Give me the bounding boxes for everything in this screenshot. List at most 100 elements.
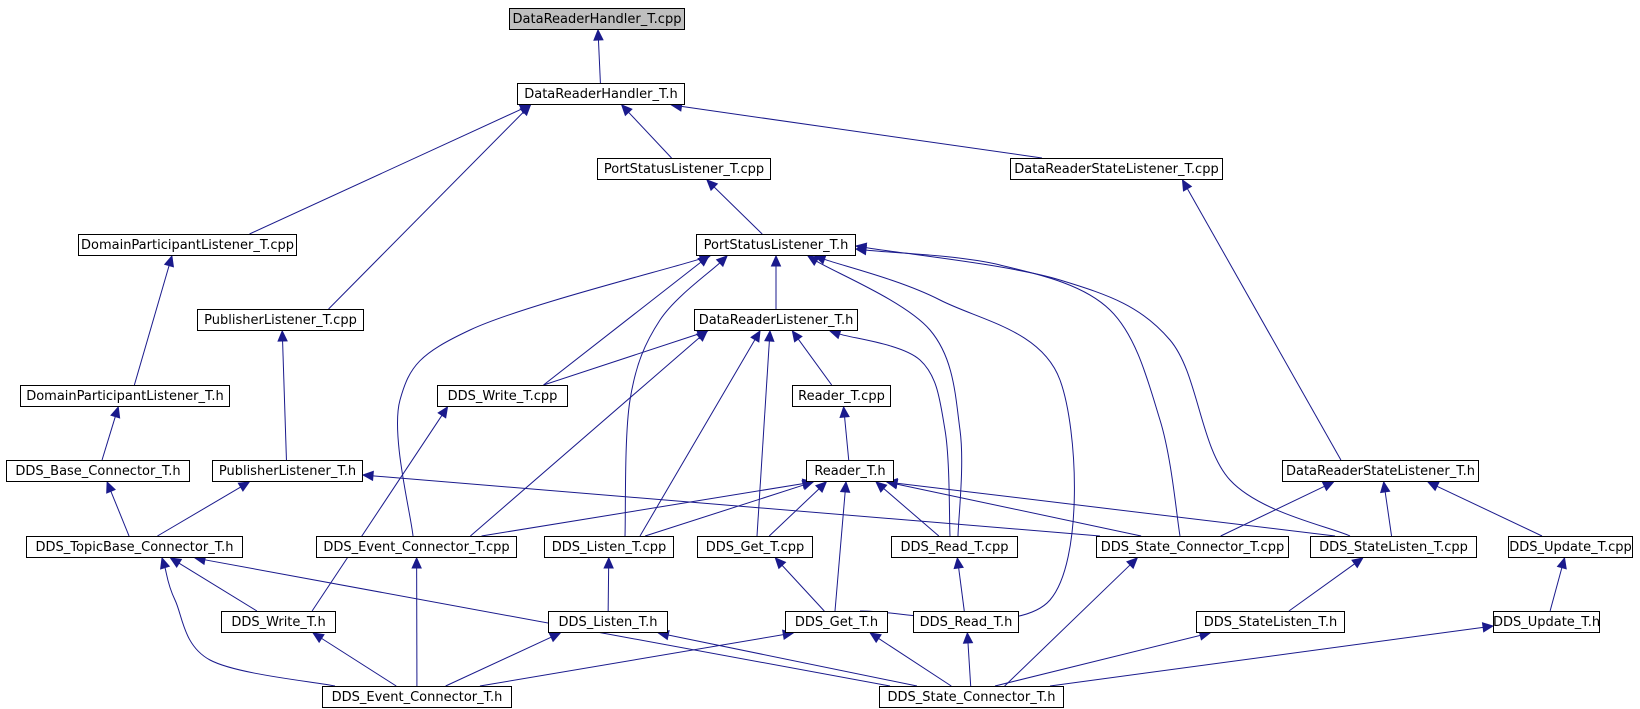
arrowhead-icon <box>106 480 116 494</box>
node-base-h[interactable]: DDS_Base_Connector_T.h <box>6 460 190 482</box>
node-psl-cpp[interactable]: PortStatusListener_T.cpp <box>597 158 771 180</box>
arrowhead-icon <box>695 330 709 342</box>
edge-topicbase_h-to-base_h <box>110 491 130 537</box>
arrowhead-icon <box>620 104 633 117</box>
edge-psl_cpp-to-drh_h <box>628 111 672 159</box>
edge-drh_h-to-drh_cpp <box>597 39 601 84</box>
edge-evconn_cpp-to-psl_h <box>397 258 701 537</box>
edge-evconn_cpp-to-drl_h <box>470 337 700 537</box>
node-reader-cpp[interactable]: Reader_T.cpp <box>792 385 891 407</box>
edge-dpl_h-to-dpl_cpp <box>133 265 170 386</box>
edge-write_cpp-to-drl_h <box>543 333 699 386</box>
node-read-h[interactable]: DDS_Read_T.h <box>913 611 1019 633</box>
node-get-cpp[interactable]: DDS_Get_T.cpp <box>697 536 813 558</box>
arrowhead-icon <box>770 254 782 267</box>
edge-stconn_cpp-to-psl_h <box>865 249 1181 537</box>
edge-evconn_h-to-topicbase_h <box>164 567 336 687</box>
edge-update_cpp-to-drsl_h <box>1436 485 1543 537</box>
node-drl-h[interactable]: DataReaderListener_T.h <box>694 309 858 331</box>
node-get-h[interactable]: DDS_Get_T.h <box>785 611 888 633</box>
edge-dpl_cpp-to-drh_h <box>249 108 522 235</box>
node-drh-cpp[interactable]: DataReaderHandler_T.cpp <box>509 8 685 30</box>
node-stconn-h[interactable]: DDS_State_Connector_T.h <box>879 686 1064 708</box>
arrowhead-icon <box>1556 556 1567 570</box>
edge-write_h-to-write_cpp <box>311 415 443 612</box>
arrowhead-icon <box>1321 481 1335 492</box>
edge-stconn_h-to-update_h <box>1049 626 1484 687</box>
edge-listen_cpp-to-psl_h <box>624 262 721 537</box>
edge-update_h-to-update_cpp <box>1549 567 1563 612</box>
edge-base_h-to-dpl_h <box>101 416 116 461</box>
arrowhead-icon <box>806 255 820 266</box>
node-evconn-h[interactable]: DDS_Event_Connector_T.h <box>322 686 512 708</box>
node-evconn-cpp[interactable]: DDS_Event_Connector_T.cpp <box>316 536 517 558</box>
edge-write_cpp-to-psl_h <box>543 261 702 386</box>
arrowhead-icon <box>160 556 171 570</box>
edge-read_h-to-read_cpp <box>958 567 965 612</box>
edge-stlisten_cpp-to-drsl_h <box>1384 491 1393 537</box>
edge-read_cpp-to-drl_h <box>839 333 951 537</box>
arrowhead-icon <box>1426 481 1440 492</box>
node-stlisten-cpp[interactable]: DDS_StateListen_T.cpp <box>1310 536 1477 558</box>
node-write-cpp[interactable]: DDS_Write_T.cpp <box>437 385 568 407</box>
edge-stlisten_cpp-to-psl_h <box>865 247 1351 537</box>
edge-topicbase_h-to-publ_h <box>157 486 241 537</box>
node-publ-cpp[interactable]: PublisherListener_T.cpp <box>197 309 364 331</box>
node-drsl-cpp[interactable]: DataReaderStateListener_T.cpp <box>1010 158 1223 180</box>
arrowhead-icon <box>110 405 121 419</box>
node-dpl-cpp[interactable]: DomainParticipantListener_T.cpp <box>78 234 297 256</box>
edge-get_cpp-to-reader_h <box>768 488 820 537</box>
arrowhead-icon <box>163 254 175 268</box>
node-update-h[interactable]: DDS_Update_T.h <box>1493 611 1600 633</box>
arrowhead-icon <box>361 470 374 482</box>
node-read-cpp[interactable]: DDS_Read_T.cpp <box>891 536 1018 558</box>
node-dpl-h[interactable]: DomainParticipantListener_T.h <box>20 385 230 407</box>
node-drh-h[interactable]: DataReaderHandler_T.h <box>517 83 685 105</box>
edge-drsl_cpp-to-drh_h <box>681 105 1043 159</box>
edge-stconn_cpp-to-publ_h <box>372 475 1101 537</box>
node-write-h[interactable]: DDS_Write_T.h <box>221 611 336 633</box>
node-update-cpp[interactable]: DDS_Update_T.cpp <box>1508 536 1633 558</box>
node-topicbase-h[interactable]: DDS_TopicBase_Connector_T.h <box>26 536 243 558</box>
arrowhead-icon <box>411 556 422 569</box>
arrowhead-icon <box>1380 480 1391 494</box>
node-stconn-cpp[interactable]: DDS_State_Connector_T.cpp <box>1096 536 1289 558</box>
edge-stconn_h-to-listen_h <box>668 634 918 687</box>
arrowhead-icon <box>706 179 719 192</box>
node-publ-h[interactable]: PublisherListener_T.h <box>212 460 363 482</box>
edge-stconn_cpp-to-reader_h <box>896 483 1142 537</box>
arrowhead-icon <box>519 104 532 117</box>
edge-drsl_h-to-drsl_cpp <box>1186 188 1342 461</box>
arrowhead-icon <box>1481 622 1495 633</box>
node-listen-cpp[interactable]: DDS_Listen_T.cpp <box>544 536 674 558</box>
arrowhead-icon <box>815 481 828 494</box>
node-listen-h[interactable]: DDS_Listen_T.h <box>548 611 668 633</box>
arrowhead-icon <box>953 556 964 570</box>
edge-stconn_h-to-topicbase_h <box>204 559 891 687</box>
edge-read_cpp-to-reader_h <box>883 488 940 537</box>
arrowhead-icon <box>603 556 614 569</box>
node-drsl-h[interactable]: DataReaderStateListener_T.h <box>1282 460 1479 482</box>
edge-psl_h-to-psl_cpp <box>713 186 763 235</box>
arrowhead-icon <box>962 631 974 644</box>
edge-evconn_h-to-listen_h <box>445 636 552 687</box>
edge-publ_cpp-to-drh_h <box>328 111 524 310</box>
arrowhead-icon <box>750 329 761 343</box>
arrowhead-icon <box>237 481 251 492</box>
arrowhead-icon <box>854 242 868 253</box>
arrowhead-icon <box>1351 557 1364 569</box>
arrowhead-icon <box>764 329 775 342</box>
edge-get_h-to-get_cpp <box>781 565 825 612</box>
arrowhead-icon <box>1181 178 1193 192</box>
arrowhead-icon <box>791 330 803 343</box>
arrowhead-icon <box>1126 557 1139 570</box>
node-psl-h[interactable]: PortStatusListener_T.h <box>696 234 856 256</box>
edge-stconn_h-to-read_h <box>967 642 972 687</box>
node-reader-h[interactable]: Reader_T.h <box>806 460 894 482</box>
node-stlisten-h[interactable]: DDS_StateListen_T.h <box>1196 611 1345 633</box>
edge-stlisten_cpp-to-reader_h <box>896 482 1336 537</box>
arrowhead-icon <box>312 632 325 644</box>
arrowhead-icon <box>875 481 888 493</box>
edge-stconn_cpp-to-drsl_h <box>1220 485 1325 537</box>
edge-reader_h-to-reader_cpp <box>844 416 850 461</box>
